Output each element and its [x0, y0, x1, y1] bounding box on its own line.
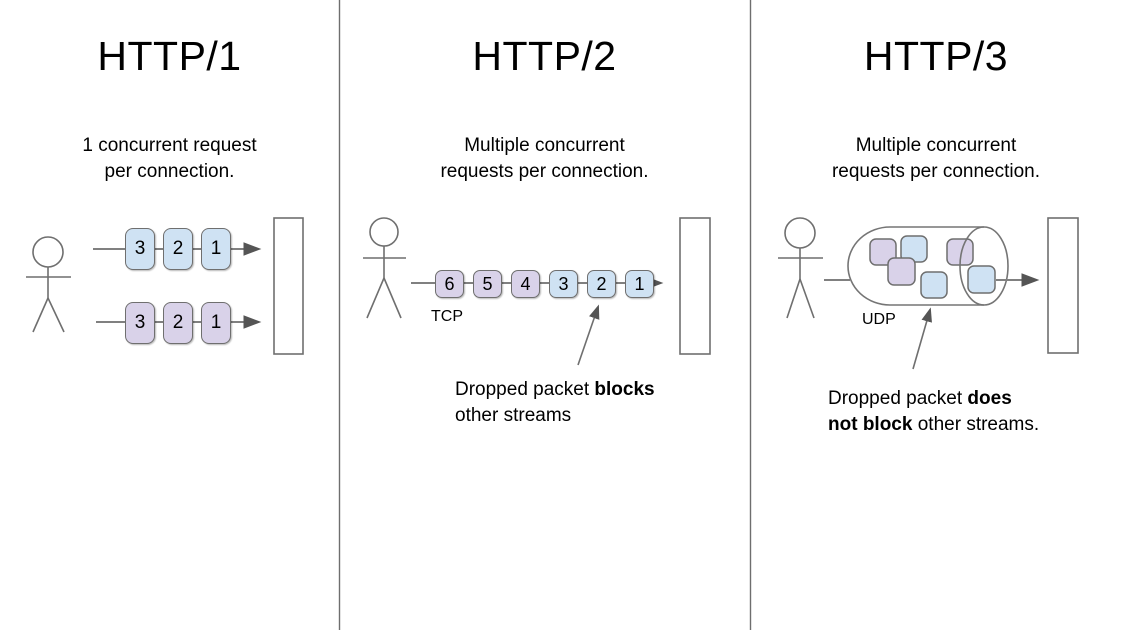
panel-http3: HTTP/3 Multiple concurrent requests per …: [750, 0, 1122, 630]
page-title-http2: HTTP/2: [472, 33, 617, 79]
packet: 1: [201, 302, 231, 344]
packet: 6: [435, 270, 464, 298]
dropped-packet-note-http2: Dropped packet blocks other streams: [455, 379, 655, 426]
udp-label: UDP: [862, 311, 896, 328]
packet: 5: [473, 270, 502, 298]
page-title-http3: HTTP/3: [863, 33, 1009, 79]
packet: 1: [201, 228, 231, 270]
packet: 2: [163, 302, 193, 344]
subtitle-http2: Multiple concurrent requests per connect…: [440, 135, 649, 182]
subtitle-http1: 1 concurrent request per connection.: [82, 135, 257, 182]
dropped-packet-note-http3: Dropped packet does not block other stre…: [828, 388, 1040, 435]
panel-http1: HTTP/1 1 concurrent request per connecti…: [0, 0, 339, 630]
panel-http2: HTTP/2 Multiple concurrent requests per …: [339, 0, 750, 630]
tcp-label: TCP: [431, 308, 463, 325]
packet: 3: [125, 228, 155, 270]
packet: 1: [625, 270, 654, 298]
packet: 4: [511, 270, 540, 298]
packet: 2: [163, 228, 193, 270]
packet: 3: [125, 302, 155, 344]
page-title-http1: HTTP/1: [97, 33, 242, 79]
packet: 2: [587, 270, 616, 298]
subtitle-http3: Multiple concurrent requests per connect…: [831, 135, 1041, 182]
packet: 3: [549, 270, 578, 298]
